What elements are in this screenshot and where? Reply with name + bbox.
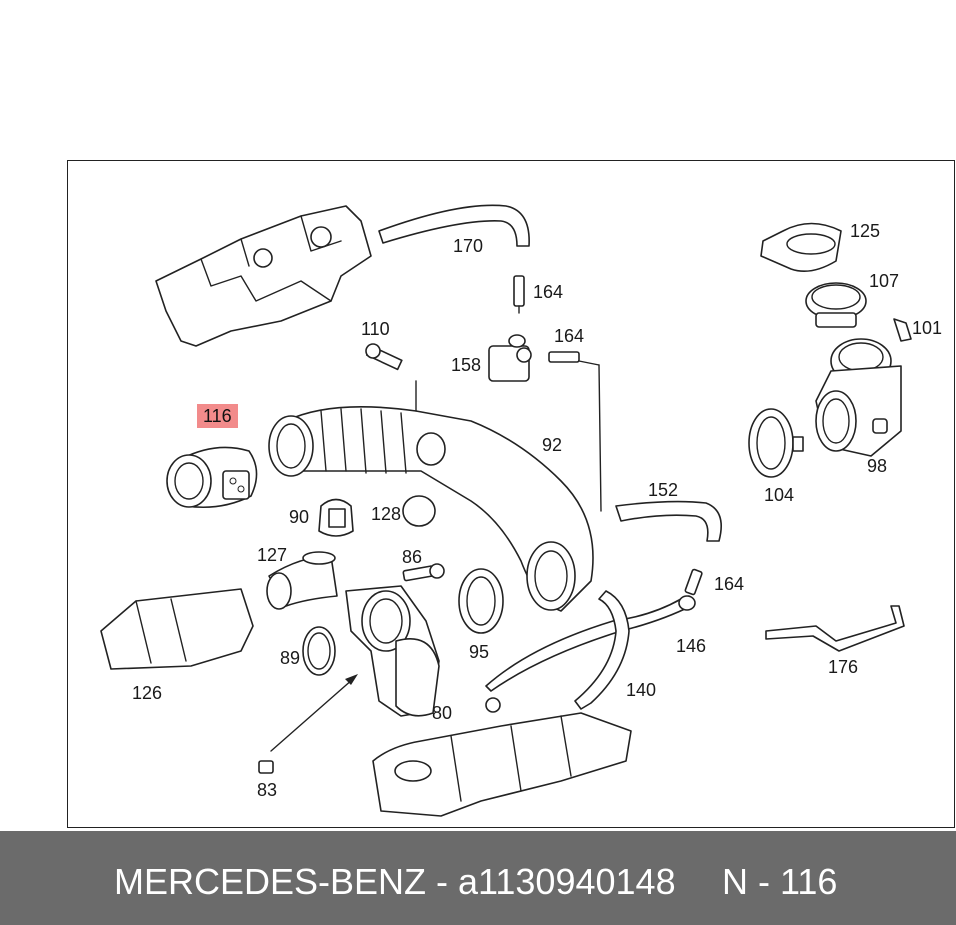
part-label-126[interactable]: 126 bbox=[132, 683, 163, 703]
part-label-164-top[interactable]: 164 bbox=[533, 282, 564, 302]
part-label-101[interactable]: 101 bbox=[912, 318, 943, 338]
part-label-164-right[interactable]: 164 bbox=[714, 574, 745, 594]
part-label-104[interactable]: 104 bbox=[764, 485, 795, 505]
part-label-127[interactable]: 127 bbox=[257, 545, 288, 565]
footer-banner: MERCEDES-BENZ - a1130940148 N - 116 bbox=[0, 831, 956, 925]
part-label-152[interactable]: 152 bbox=[648, 480, 679, 500]
part-label-146[interactable]: 146 bbox=[676, 636, 707, 656]
air-duct-drawing bbox=[268, 380, 594, 612]
part-label-89[interactable]: 89 bbox=[280, 648, 301, 668]
footer-part-reference: N - 116 bbox=[722, 861, 838, 902]
part-label-90[interactable]: 90 bbox=[289, 507, 310, 527]
part-label-164-mid[interactable]: 164 bbox=[554, 326, 585, 346]
part-label-80[interactable]: 80 bbox=[432, 703, 453, 723]
part-label-110[interactable]: 110 bbox=[361, 319, 390, 339]
part-label-95[interactable]: 95 bbox=[469, 642, 490, 662]
parts-exploded-drawing bbox=[100, 204, 912, 817]
part-label-98[interactable]: 98 bbox=[867, 456, 888, 476]
part-label-92[interactable]: 92 bbox=[542, 435, 563, 455]
part-label-128[interactable]: 128 bbox=[371, 504, 402, 524]
part-label-116-highlighted[interactable]: 116 bbox=[197, 404, 238, 428]
part-label-176[interactable]: 176 bbox=[828, 657, 859, 677]
air-filter-housing-drawing bbox=[815, 338, 902, 457]
part-label-107[interactable]: 107 bbox=[869, 271, 900, 291]
air-mass-sensor-116-drawing bbox=[166, 446, 258, 509]
part-label-170[interactable]: 170 bbox=[453, 236, 484, 256]
resonator-drawing bbox=[100, 588, 254, 670]
part-label-158[interactable]: 158 bbox=[451, 355, 482, 375]
part-label-140[interactable]: 140 bbox=[626, 680, 657, 700]
part-label-86[interactable]: 86 bbox=[402, 547, 423, 567]
part-label-83[interactable]: 83 bbox=[257, 780, 278, 800]
part-label-125[interactable]: 125 bbox=[850, 221, 881, 241]
parts-diagram-frame: 116 170 164 125 107 101 110 164 158 92 1… bbox=[67, 160, 955, 828]
lower-manifold-drawing bbox=[372, 712, 632, 817]
footer-brand-part-number: MERCEDES-BENZ - a1130940148 bbox=[114, 861, 676, 902]
throttle-body-drawing bbox=[345, 585, 440, 717]
engine-intake-manifold-drawing bbox=[155, 205, 372, 347]
